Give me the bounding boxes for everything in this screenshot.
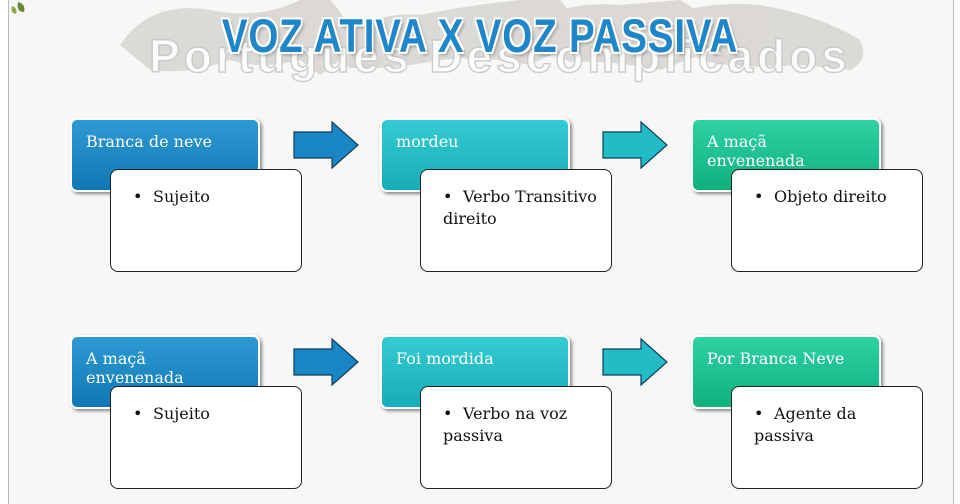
bullet-dot-icon: •: [443, 187, 453, 206]
bullet-dot-icon: •: [133, 187, 143, 206]
bullet-dot-icon: •: [754, 404, 764, 423]
bullet-dot-icon: •: [133, 404, 143, 423]
step-detail-text: Verbo Transitivo direito: [443, 187, 597, 228]
right-arrow-icon: [602, 337, 668, 387]
step-header-label: Por Branca Neve: [707, 349, 845, 368]
step-detail-text: Sujeito: [153, 187, 210, 206]
animal-silhouettes-icon: [120, 0, 864, 75]
right-arrow-icon: [293, 120, 359, 170]
step-header-label: A maçã envenenada: [707, 132, 805, 170]
right-arrow-icon: [293, 337, 359, 387]
step-header-label: A maçã envenenada: [86, 349, 184, 387]
step-detail-text: Sujeito: [153, 404, 210, 423]
watermark-text: Portugues Descomplicados: [149, 30, 851, 82]
step-detail-box: •Verbo na voz passiva: [420, 386, 612, 489]
step-detail-box: • Sujeito: [110, 169, 302, 272]
page-title: VOZ ATIVA X VOZ PASSIVA: [221, 9, 739, 62]
step-detail-text: Verbo na voz passiva: [443, 404, 568, 445]
right-arrow-icon: [602, 120, 668, 170]
step-header-label: Branca de neve: [86, 132, 212, 151]
bullet-dot-icon: •: [443, 404, 453, 423]
step-detail-text: Agente da passiva: [754, 404, 857, 445]
bullet-dot-icon: •: [754, 187, 764, 206]
step-detail-box: •Verbo Transitivo direito: [420, 169, 612, 272]
step-header-label: mordeu: [396, 132, 459, 151]
leaf-logo-icon: [11, 2, 25, 14]
step-detail-box: •Agente da passiva: [731, 386, 923, 489]
step-detail-text: Objeto direito: [774, 187, 887, 206]
step-header-label: Foi mordida: [396, 349, 494, 368]
step-detail-box: • Objeto direito: [731, 169, 923, 272]
step-detail-box: • Sujeito: [110, 386, 302, 489]
